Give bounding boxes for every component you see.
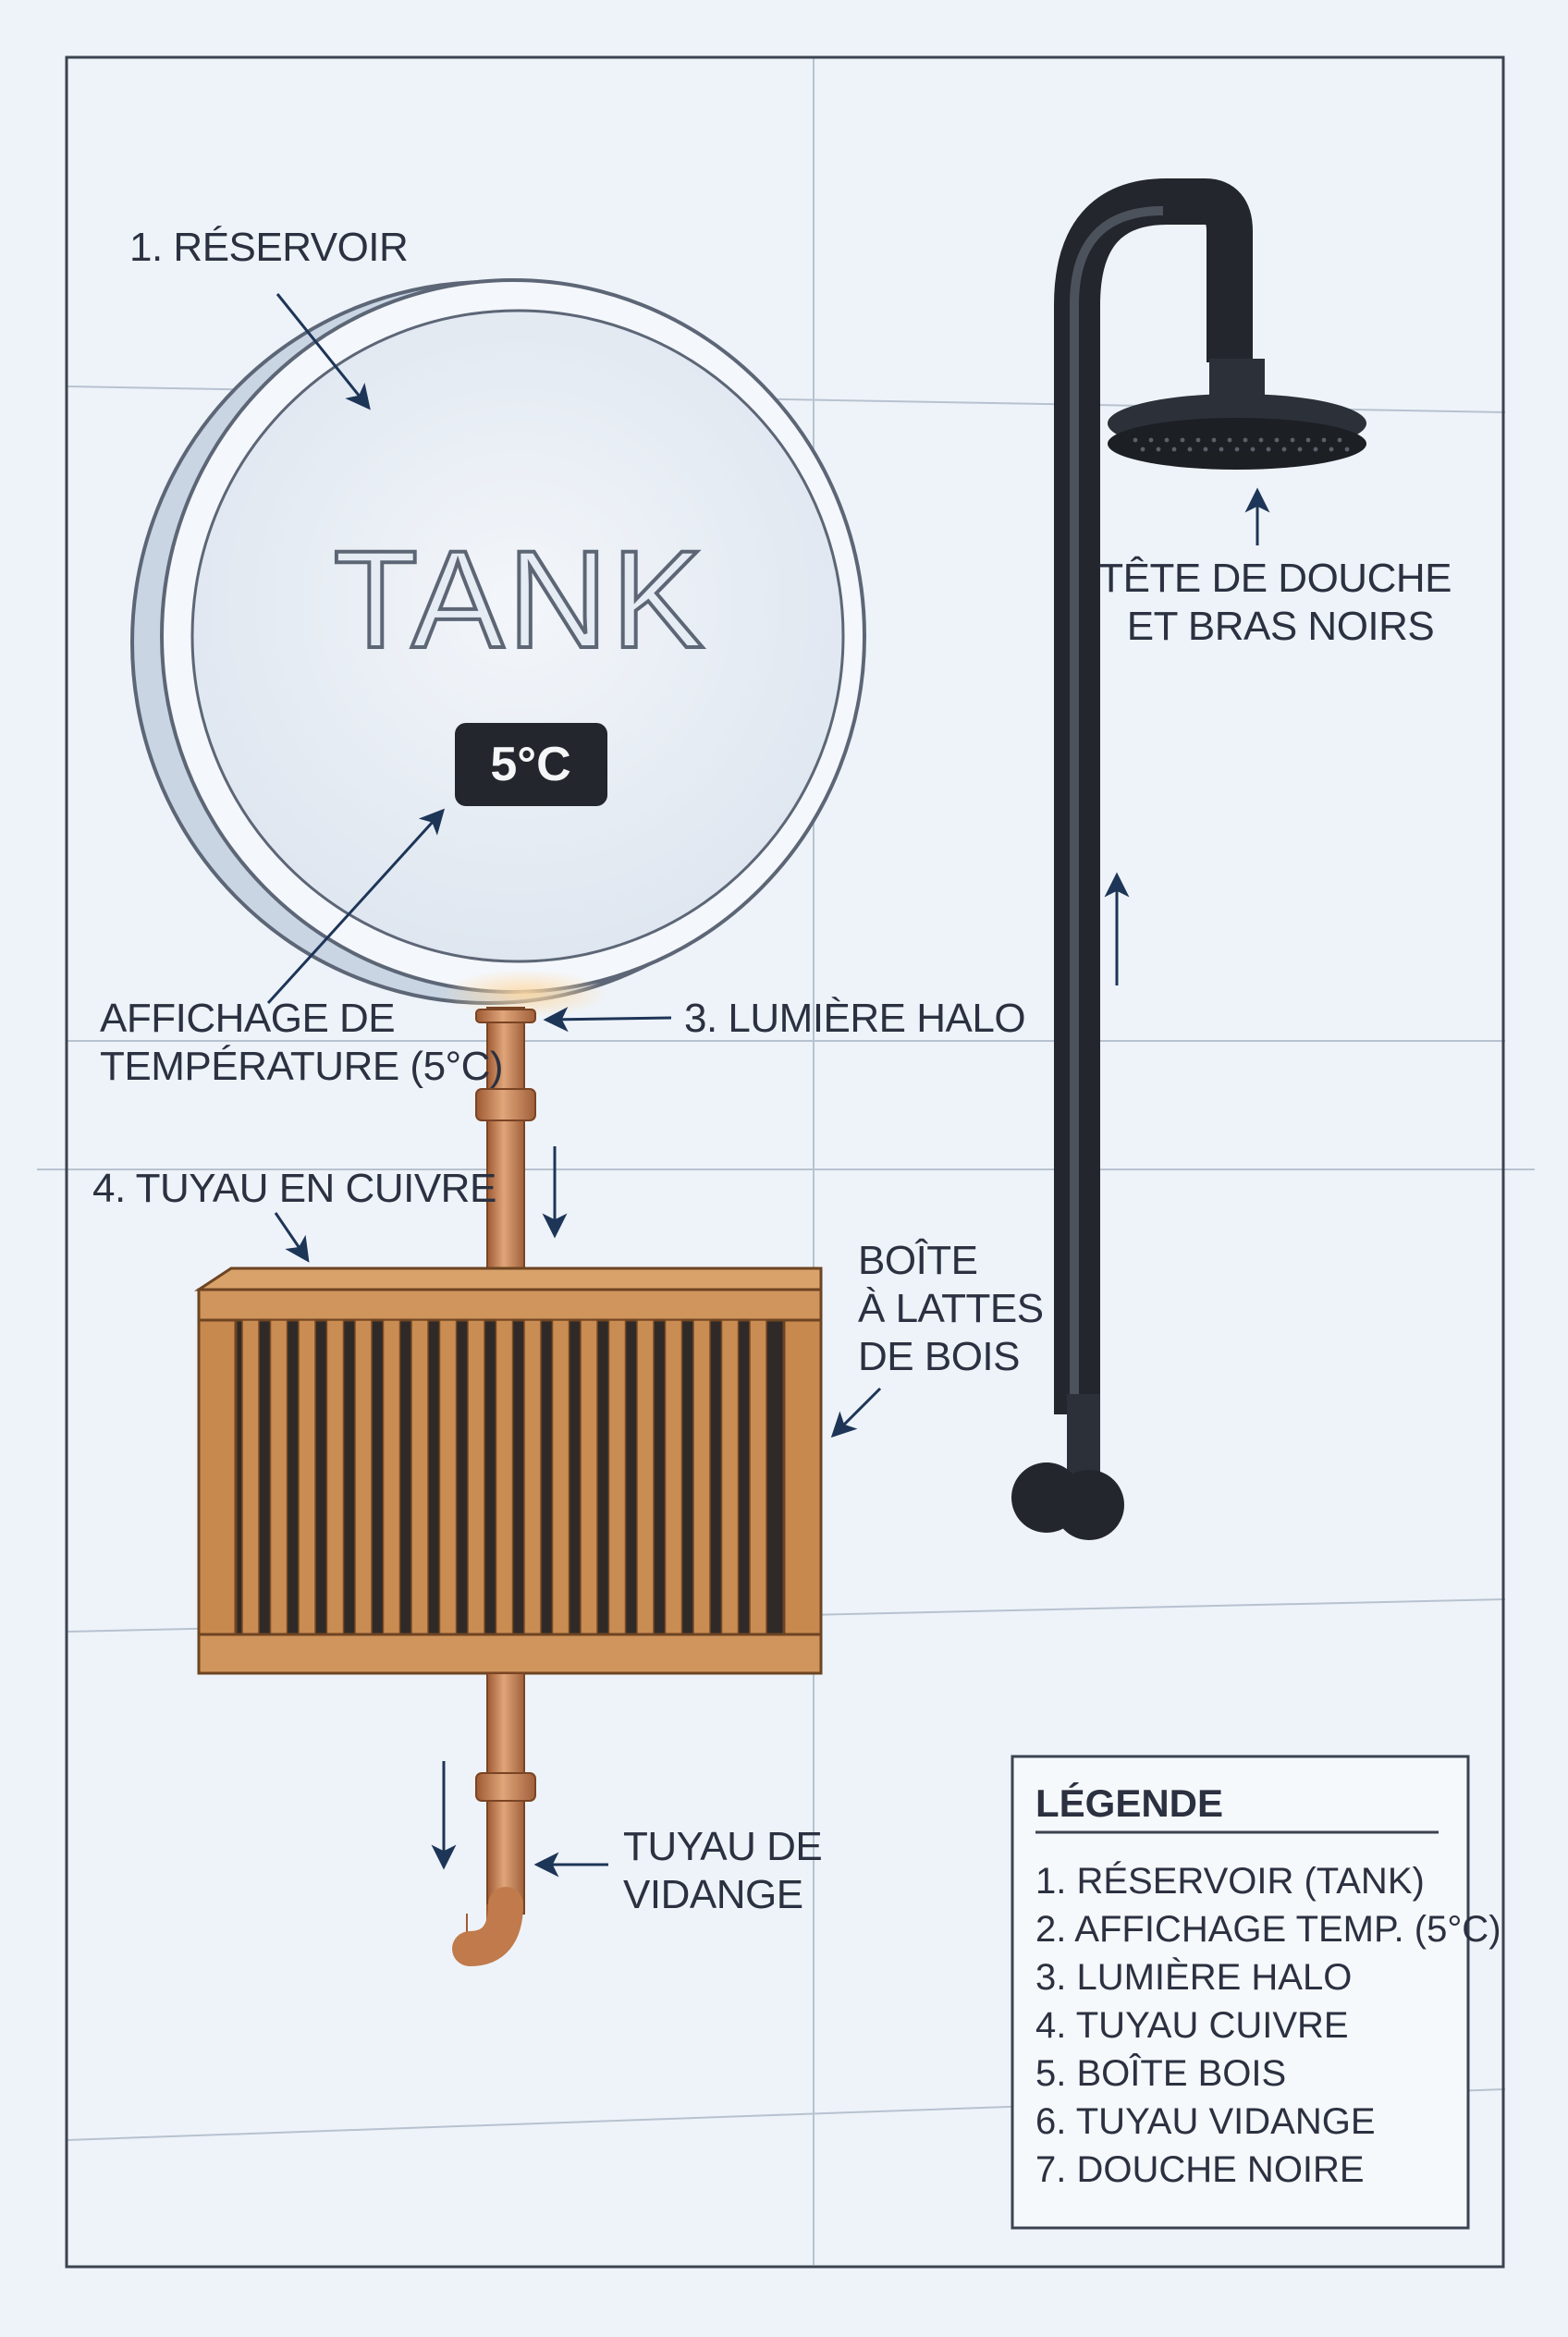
legend-item: 5. BOÎTE BOIS bbox=[1035, 2052, 1286, 2094]
shower-nozzle bbox=[1329, 447, 1334, 452]
tank-word: TANK bbox=[334, 521, 708, 677]
shower-head-nozzles bbox=[1133, 437, 1350, 452]
label-temp-display-line-2: TEMPÉRATURE (5°C) bbox=[100, 1044, 503, 1089]
drain-pipe bbox=[452, 1672, 536, 1966]
shower-nozzle bbox=[1234, 447, 1240, 452]
shower-nozzle bbox=[1156, 447, 1161, 452]
shower-nozzle bbox=[1281, 447, 1287, 452]
wood-slat bbox=[636, 1319, 655, 1635]
label-drain-line-2: VIDANGE bbox=[623, 1872, 803, 1917]
arrow-wood-box bbox=[830, 1387, 882, 1438]
black-shower bbox=[1011, 178, 1366, 1540]
shower-nozzle bbox=[1250, 447, 1256, 452]
wood-slat bbox=[269, 1319, 288, 1635]
legend-items: 1. RÉSERVOIR (TANK) 2. AFFICHAGE TEMP. (5… bbox=[1035, 1860, 1501, 2190]
halo-light bbox=[442, 970, 608, 1018]
shower-nozzle bbox=[1203, 447, 1208, 452]
label-temp-display: AFFICHAGE DE TEMPÉRATURE (5°C) bbox=[100, 996, 503, 1089]
label-wood-box: BOÎTE À LATTES DE BOIS bbox=[858, 1238, 1054, 1379]
wood-slat bbox=[410, 1319, 429, 1635]
wood-slat bbox=[749, 1319, 767, 1635]
label-reservoir: 1. RÉSERVOIR bbox=[129, 225, 408, 270]
legend-item: 3. LUMIÈRE HALO bbox=[1035, 1956, 1352, 1998]
label-shower-head-line-1: TÊTE DE DOUCHE bbox=[1098, 556, 1452, 601]
wood-slat bbox=[325, 1319, 345, 1635]
label-shower-head: TÊTE DE DOUCHE ET BRAS NOIRS bbox=[1098, 556, 1462, 649]
label-drain: TUYAU DE VIDANGE bbox=[623, 1824, 833, 1917]
wood-slatted-box bbox=[194, 1266, 823, 1675]
legend-item: 1. RÉSERVOIR (TANK) bbox=[1035, 1860, 1425, 1902]
legend: LÉGENDE 1. RÉSERVOIR (TANK) 2. AFFICHAGE … bbox=[1011, 1755, 1501, 2230]
legend-item: 4. TUYAU CUIVRE bbox=[1035, 2005, 1349, 2046]
label-wood-box-line-3: DE BOIS bbox=[858, 1334, 1020, 1379]
shower-nozzle bbox=[1297, 447, 1303, 452]
label-shower-head-line-2: ET BRAS NOIRS bbox=[1127, 604, 1435, 649]
label-drain-line-1: TUYAU DE bbox=[623, 1824, 822, 1869]
wood-slat bbox=[467, 1319, 485, 1635]
wood-slat bbox=[382, 1319, 401, 1635]
wood-slat bbox=[551, 1319, 570, 1635]
shower-valve bbox=[1011, 1394, 1124, 1540]
wood-slats bbox=[241, 1319, 767, 1635]
label-wood-box-line-1: BOÎTE bbox=[858, 1238, 978, 1283]
wood-slat bbox=[298, 1319, 316, 1635]
temperature-display: 5°C bbox=[455, 723, 607, 806]
shower-nozzle bbox=[1187, 447, 1193, 452]
shower-nozzle bbox=[1133, 437, 1138, 443]
shower-nozzle bbox=[1180, 437, 1185, 443]
shower-nozzle bbox=[1266, 447, 1271, 452]
shower-nozzle bbox=[1321, 437, 1327, 443]
wood-slat bbox=[438, 1319, 458, 1635]
shower-nozzle bbox=[1140, 447, 1145, 452]
drawing-frame bbox=[65, 55, 1505, 2269]
arrow-copper-pipe bbox=[274, 1212, 310, 1263]
shower-nozzle bbox=[1219, 447, 1224, 452]
shower-nozzle bbox=[1171, 447, 1177, 452]
shower-nozzle bbox=[1227, 437, 1232, 443]
shower-nozzle bbox=[1258, 437, 1264, 443]
wood-slat bbox=[720, 1319, 740, 1635]
shower-nozzle bbox=[1148, 437, 1154, 443]
shower-nozzle bbox=[1290, 437, 1295, 443]
shower-nozzle bbox=[1337, 437, 1342, 443]
shower-nozzle bbox=[1243, 437, 1248, 443]
wood-slat bbox=[692, 1319, 711, 1635]
legend-item: 6. TUYAU VIDANGE bbox=[1035, 2101, 1376, 2142]
annotation-arrows bbox=[266, 293, 1270, 1878]
legend-box bbox=[1011, 1755, 1470, 2230]
arrow-reservoir bbox=[276, 293, 371, 410]
wood-slat bbox=[664, 1319, 683, 1635]
shower-nozzle bbox=[1211, 437, 1217, 443]
label-copper-pipe: 4. TUYAU EN CUIVRE bbox=[92, 1166, 496, 1211]
legend-item: 2. AFFICHAGE TEMP. (5°C) bbox=[1035, 1909, 1501, 1950]
copper-pipe bbox=[475, 1007, 536, 1277]
wood-slat bbox=[354, 1319, 373, 1635]
legend-item: 7. DOUCHE NOIRE bbox=[1035, 2149, 1365, 2190]
shower-head bbox=[1108, 359, 1366, 470]
wood-slat bbox=[607, 1319, 627, 1635]
arrow-temp-display bbox=[266, 808, 446, 1005]
shower-nozzle bbox=[1195, 437, 1201, 443]
label-halo: 3. LUMIÈRE HALO bbox=[684, 996, 1025, 1041]
shower-nozzle bbox=[1344, 447, 1350, 452]
shower-nozzle bbox=[1274, 437, 1280, 443]
label-wood-box-line-2: À LATTES bbox=[858, 1286, 1044, 1331]
temperature-value: 5°C bbox=[490, 738, 570, 791]
shower-nozzle bbox=[1313, 447, 1318, 452]
wood-slat bbox=[495, 1319, 514, 1635]
tank: TANK 5°C bbox=[130, 278, 866, 1005]
arrow-halo bbox=[543, 1007, 672, 1033]
wood-slat bbox=[523, 1319, 542, 1635]
label-temp-display-line-1: AFFICHAGE DE bbox=[100, 996, 395, 1041]
shower-nozzle bbox=[1305, 437, 1311, 443]
shower-nozzle bbox=[1164, 437, 1170, 443]
wood-slat bbox=[241, 1319, 260, 1635]
wood-slat bbox=[580, 1319, 598, 1635]
legend-title: LÉGENDE bbox=[1035, 1781, 1223, 1825]
